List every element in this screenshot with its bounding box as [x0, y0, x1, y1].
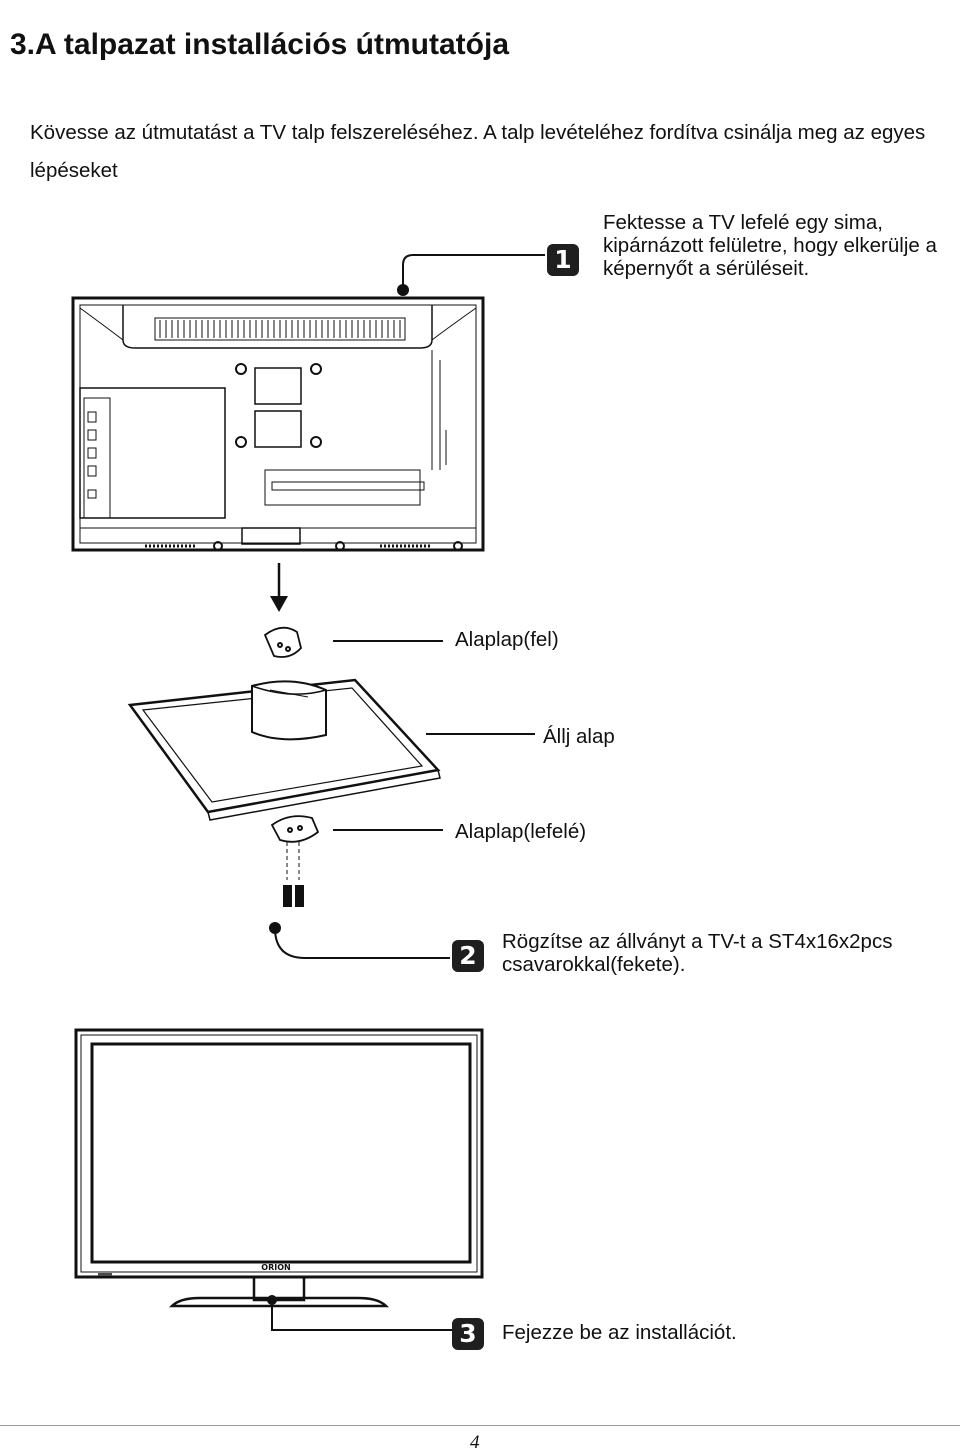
label-baseplate-up: Alaplap(fel) [455, 628, 559, 651]
callout-1-line [402, 254, 545, 290]
baseplate-up-part [263, 626, 302, 658]
page-number: 4 [470, 1432, 480, 1453]
callout-1-dot [397, 284, 409, 296]
label-baseplate-down: Alaplap(lefelé) [455, 820, 587, 843]
step-1-text: Fektesse a TV lefelé egy sima, kipárnázo… [603, 211, 937, 280]
baseplate-down-part [270, 815, 320, 843]
label-stand-base: Állj alap [543, 725, 615, 748]
callout-2-line [274, 927, 450, 959]
step-2-badge: 2 [452, 940, 484, 972]
step-2-text: Rögzítse az állványt a TV-t a ST4x16x2pc… [502, 930, 893, 976]
tv-back-view [71, 296, 485, 552]
step-3-text: Fejezze be az installációt. [502, 1321, 737, 1344]
screws-icon [283, 842, 304, 907]
step-1-badge: 1 [547, 244, 579, 276]
tv-front-view [74, 1028, 484, 1331]
page-title: 3.A talpazat installációs útmutatója [10, 28, 509, 61]
intro-text: Kövesse az útmutatást a TV talp felszere… [30, 121, 926, 182]
step-3-badge: 3 [452, 1318, 484, 1350]
tv-brand-logo: ORION [261, 1263, 290, 1272]
stand-base-part [127, 678, 441, 821]
footer-divider [0, 1425, 960, 1426]
